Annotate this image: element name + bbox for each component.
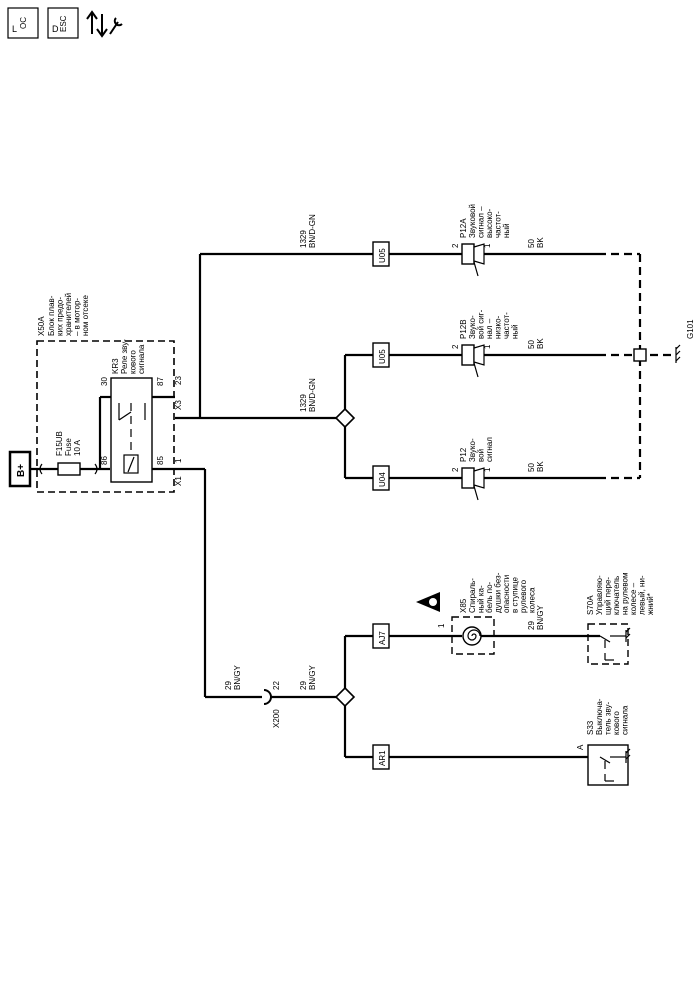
loc-icon-sub: OC [19,17,28,29]
p12a-pin-in: 2 [451,243,460,248]
wire-29-b-color: BN/GY [308,664,317,690]
wire-29-a-color: BN/GY [233,664,242,690]
p12b-desc: Звуко-вой сиг-нал –низко-частот-ный [468,309,520,339]
s70a-id: S70A [586,595,595,615]
relay-pin-30: 30 [100,377,109,386]
wire-29-b-num: 29 [299,681,308,690]
wrench-arrows-icon[interactable] [86,10,123,38]
relay-pin-85: 85 [156,456,165,465]
switch-s70a: S70A Управляю-щий пере-ключательна рулев… [586,573,655,665]
desc-icon[interactable]: D ESC [47,7,79,39]
header-icons-svg: L OC D ESC [7,7,123,39]
p12a-id: P12A [459,218,468,238]
inline-connector-u05a[interactable]: U05 [372,241,390,267]
desc-icon-main: D [52,24,59,34]
relay-id: KR3 [111,358,120,374]
horn-p12b: 2 1 P12B Звуко-вой сиг-нал –низко-частот… [451,309,520,378]
x85-desc: Спираль-ный ка-бель по-душки без-опаснос… [468,572,537,613]
x200-pin: 22 [272,681,281,690]
header-icons: L OC D ESC [6,4,126,44]
fuse-rating: 10 A [73,439,82,456]
s33-id: S33 [586,720,595,735]
relay-desc: Реле зву-ковогосигнала [120,339,146,374]
x85-id: X85 [459,598,468,613]
x85-pin: 1 [437,623,446,628]
loc-icon-main: L [12,24,17,34]
fuse-block-outline [36,340,175,493]
wire-1329-mid-color: BN/D-GN [308,378,317,412]
splice-junction-2 [334,686,356,708]
p12-pin-in: 2 [451,467,460,472]
relay-pin-86: 86 [100,456,109,465]
wire-50-a-color: BK [536,237,545,248]
p12-pin-out: 1 [483,467,492,472]
switch-s33: A S33 Выключа-тель зву-ковогосигнала [576,698,631,786]
fuse-block-label: X50A Блок плав-ких предо-хранителей– в м… [37,293,90,336]
wire-50-c-num: 50 [527,463,536,472]
airbag-warning-icon [416,592,440,612]
desc-icon-sub: ESC [59,15,68,32]
horn-p12a: 2 1 P12A Звуковойсигнал –высоко-частот-н… [451,204,511,277]
inline-connector-u05b[interactable]: U05 [372,342,390,368]
p12a-pin-out: 1 [483,243,492,248]
power-label: B+ [16,464,27,477]
connector-x200[interactable]: 22 X200 [263,681,336,728]
s33-desc: Выключа-тель зву-ковогосигнала [595,698,630,735]
wire-50-c-color: BK [536,461,545,472]
power-source-b-plus[interactable]: B+ [8,450,32,488]
p12a-desc: Звуковойсигнал –высоко-частот-ный [468,204,511,238]
wire-50-b-num: 50 [527,340,536,349]
x200-label: X200 [272,709,281,728]
wire-50-a-num: 50 [527,239,536,248]
wire-50-b-color: BK [536,338,545,349]
p12-desc: Звуко-войсигнал [468,437,494,462]
fuse-name: Fuse [64,438,73,456]
ar1-label: AR1 [378,750,387,766]
wire-1329-mid-num: 1329 [299,394,308,412]
loc-icon[interactable]: L OC [7,7,39,39]
u05b-label: U05 [378,349,387,364]
wire-1329-top-num: 1329 [299,230,308,248]
aj7-label: AJ7 [378,631,387,645]
inline-connector-aj7[interactable]: AJ7 [372,623,390,649]
s33-pin: A [576,744,585,750]
fuse-id: F15UB [55,431,64,456]
s70a-desc: Управляю-щий пере-ключательна рулевомкол… [595,573,655,616]
wire-29-c-num: 29 [527,621,536,630]
fuse-f15ub: F15UB Fuse 10 A [39,431,98,476]
splice-junction-1 [334,407,356,429]
x3-pin: 23 [174,376,183,385]
ground-id: G101 [686,319,695,339]
x3-label: X3 [174,400,183,410]
p12b-id: P12B [459,319,468,339]
inline-connector-ar1[interactable]: AR1 [372,744,390,770]
horn-p12: 2 1 P12 Звуко-войсигнал [451,437,494,501]
wire-1329-top-color: BN/D-GN [308,214,317,248]
inline-connector-u04[interactable]: U04 [372,465,390,491]
fuse-block-desc: Блок плав-ких предо-хранителей– в мотор-… [47,293,90,336]
fuse-block-id: X50A [37,316,46,336]
relay-pin-87: 87 [156,377,165,386]
x1-label: X1 [174,476,183,486]
ground-splice [633,348,647,362]
u05a-label: U05 [378,248,387,263]
p12b-pin-out: 1 [483,344,492,349]
clockspring-x85: 1 X85 Спираль-ный ка-бель по-душки без-о… [437,572,600,655]
p12b-pin-in: 2 [451,344,460,349]
relay-kr3: KR3 Реле зву-ковогосигнала 30 86 87 85 [100,339,165,483]
ground-g101-icon: G101 [675,319,695,363]
wire-29-c-color: BN/GY [536,604,545,630]
p12-id: P12 [459,447,468,462]
wire-29-a-num: 29 [224,681,233,690]
x1-pin: 1 [174,458,183,463]
u04-label: U04 [378,472,387,487]
